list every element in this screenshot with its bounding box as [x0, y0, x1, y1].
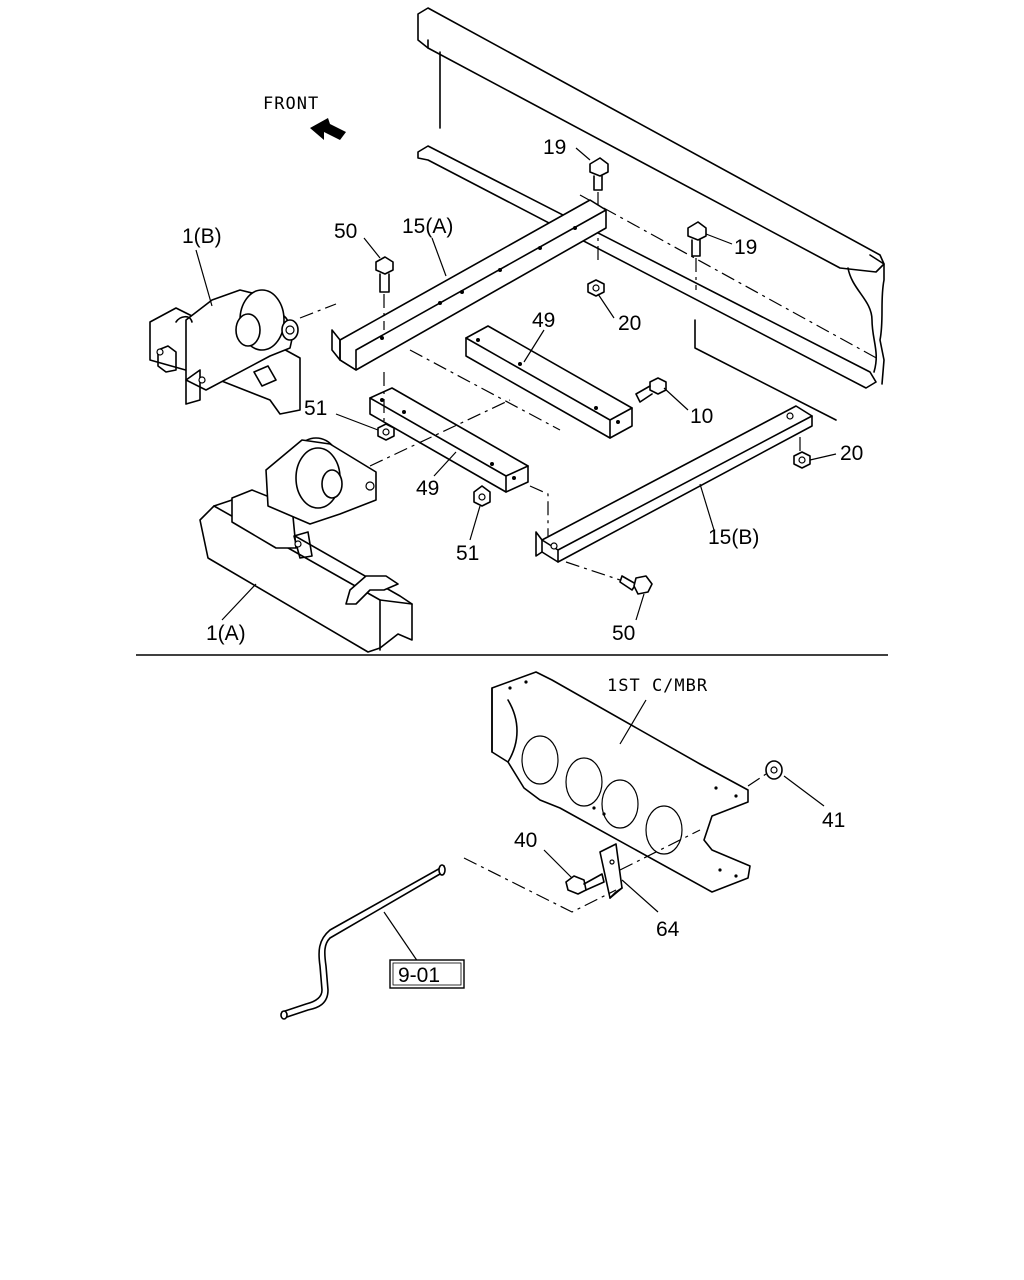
spacer-49-left	[369, 387, 529, 493]
tube-9-01	[280, 864, 446, 1020]
align-line-5	[619, 829, 701, 871]
callout-40: 40	[514, 829, 537, 852]
front-arrow-icon	[310, 118, 346, 140]
callout-15b: 15(B)	[708, 526, 759, 549]
callout-15a: 15(A)	[402, 215, 453, 238]
callout-20-lower: 20	[840, 442, 863, 465]
align-line-6	[463, 857, 617, 913]
bracket-64	[599, 843, 623, 899]
callout-41: 41	[822, 809, 845, 832]
frame-rail	[417, 7, 885, 421]
bolt-50-upper	[375, 256, 394, 330]
callout-1a: 1(A)	[206, 622, 246, 645]
nut-41	[747, 760, 783, 787]
callout-1b: 1(B)	[182, 225, 222, 248]
nut-51-lower	[473, 485, 491, 507]
front-indicator: FRONT	[263, 94, 346, 140]
callout-50-upper: 50	[334, 220, 357, 243]
crossmember-label: 1ST C/MBR	[607, 676, 708, 696]
bolt-40	[565, 873, 605, 895]
bolt-50-lower	[565, 561, 653, 595]
bracket-15a	[331, 199, 607, 371]
bracket-15b	[535, 405, 813, 563]
nut-51-upper	[377, 372, 395, 441]
front-label: FRONT	[263, 94, 319, 114]
callout-49-right: 49	[532, 309, 555, 332]
callout-20-upper: 20	[618, 312, 641, 335]
callout-64: 64	[656, 918, 680, 941]
callout-19-lower: 19	[734, 236, 757, 259]
crossmember	[491, 671, 751, 893]
winch-1b	[149, 289, 301, 415]
align-line-1	[299, 303, 337, 319]
align-line-3	[369, 399, 511, 467]
callout-51-lower: 51	[456, 542, 479, 565]
nut-20-upper	[587, 279, 605, 297]
reference-box[interactable]: 9-01	[389, 959, 465, 989]
callout-50-lower: 50	[612, 622, 635, 645]
align-line-4	[529, 485, 549, 536]
callout-51-upper: 51	[304, 397, 327, 420]
spacer-49-right	[465, 325, 633, 439]
callout-49-left: 49	[416, 477, 439, 500]
callout-labels: 19 19 50 15(A) 1(B) 20 49 10 51 20 49 15…	[182, 136, 863, 941]
align-line-2	[409, 349, 561, 431]
callout-10: 10	[690, 405, 713, 428]
winch-1a	[199, 437, 413, 653]
reference-box-label: 9-01	[398, 964, 440, 987]
bolt-10	[635, 377, 667, 403]
leader-lines	[195, 147, 837, 963]
callout-19-upper: 19	[543, 136, 566, 159]
bolt-19-lower	[687, 221, 707, 290]
